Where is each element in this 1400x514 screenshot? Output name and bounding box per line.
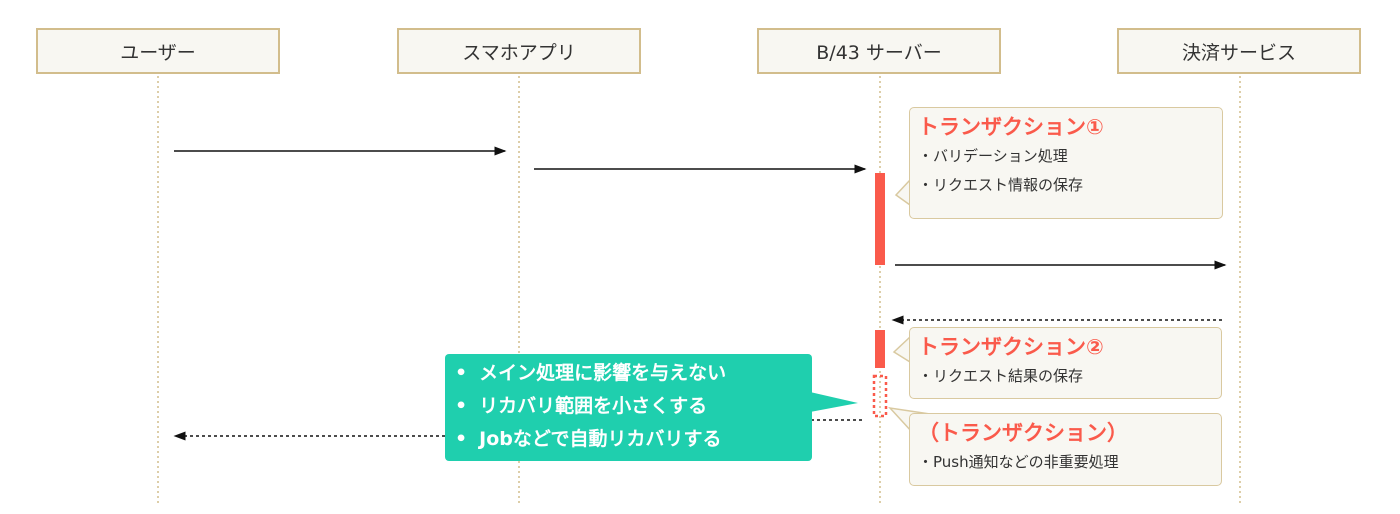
note-transaction-optional: （トランザクション） ・Push通知などの非重要処理 — [909, 413, 1222, 486]
actor-user: ユーザー — [36, 28, 280, 74]
note-title: （トランザクション） — [918, 421, 1128, 445]
note-transaction-1: トランザクション① ・バリデーション処理 ・リクエスト情報の保存 — [909, 107, 1223, 219]
callout-item: リカバリ範囲を小さくする — [455, 390, 802, 423]
activation-bar-dotted — [872, 374, 888, 418]
callout-pointer — [810, 392, 858, 412]
note-item: ・リクエスト情報の保存 — [918, 176, 1084, 194]
callout-item: Jobなどで自動リカバリする — [455, 423, 802, 456]
activation-bar-2 — [875, 330, 885, 368]
note-transaction-2: トランザクション② ・リクエスト結果の保存 — [909, 327, 1222, 399]
actor-b43-server: B/43 サーバー — [757, 28, 1001, 74]
note-item: ・リクエスト結果の保存 — [918, 367, 1084, 385]
activation-bar-1 — [875, 173, 885, 265]
actor-payment-service: 決済サービス — [1117, 28, 1361, 74]
callout-item: メイン処理に影響を与えない — [455, 357, 802, 390]
note-item: ・Push通知などの非重要処理 — [918, 453, 1119, 471]
callout-benefits: メイン処理に影響を与えない リカバリ範囲を小さくする Jobなどで自動リカバリす… — [445, 354, 812, 461]
note-title: トランザクション① — [918, 115, 1104, 139]
note-title: トランザクション② — [918, 335, 1104, 359]
actor-smartphone-app: スマホアプリ — [397, 28, 641, 74]
note-item: ・バリデーション処理 — [918, 147, 1068, 165]
